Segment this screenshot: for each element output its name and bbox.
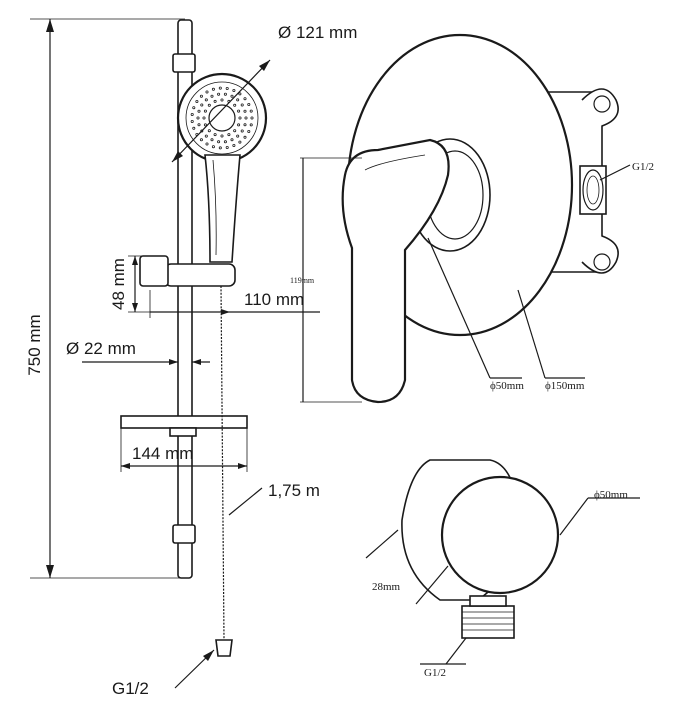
nozzle xyxy=(249,123,253,127)
nozzle xyxy=(236,134,240,138)
nozzle xyxy=(243,135,247,139)
nozzle xyxy=(250,116,254,120)
nozzle xyxy=(238,140,242,144)
nozzle xyxy=(243,123,247,127)
holder-slider xyxy=(139,255,169,287)
nozzle xyxy=(197,109,201,113)
handle-height-label: 119mm xyxy=(290,276,315,285)
nozzle xyxy=(225,87,229,91)
hose-thread-label: G1/2 xyxy=(112,679,149,698)
soap-width-label: 144 mm xyxy=(132,444,193,463)
nozzle xyxy=(204,134,208,138)
nozzle xyxy=(199,94,203,98)
holder-height-label: 48 mm xyxy=(109,258,128,310)
nozzle xyxy=(211,145,215,149)
shower-hose xyxy=(220,285,225,641)
shower-rail-set: 750 mm Ø 121 mm 48 mm xyxy=(25,18,357,698)
elbow-thread-label: G1/2 xyxy=(424,667,446,679)
nozzle xyxy=(190,120,194,124)
nozzle xyxy=(192,106,196,110)
nozzle xyxy=(211,87,215,91)
elbow-thread xyxy=(461,605,515,639)
nozzle xyxy=(218,86,222,90)
nozzle xyxy=(207,103,211,107)
elbow-depth-label: 28mm xyxy=(372,581,401,593)
plate-diameter-label: ϕ150mm xyxy=(545,380,585,392)
nozzle xyxy=(238,116,242,120)
nozzle xyxy=(220,98,224,102)
nozzle xyxy=(190,113,194,117)
nozzle xyxy=(232,89,236,93)
nozzle xyxy=(203,123,207,127)
nozzle xyxy=(225,145,229,149)
nozzle xyxy=(243,97,247,101)
lever-handle xyxy=(341,138,450,404)
nozzle xyxy=(217,140,221,144)
nozzle xyxy=(237,109,241,113)
nozzle xyxy=(203,109,207,113)
head-diameter-label: Ø 121 mm xyxy=(278,23,357,42)
nozzle xyxy=(244,116,248,120)
nozzle xyxy=(233,129,237,133)
nozzle xyxy=(210,94,214,98)
nozzle xyxy=(237,123,241,127)
nozzle xyxy=(249,109,253,113)
nozzle xyxy=(240,103,244,107)
hose-nut xyxy=(215,639,233,657)
soap-dish xyxy=(120,415,248,429)
nozzle xyxy=(238,92,242,96)
nozzle xyxy=(200,129,204,133)
concealed-mixer: G1/2 119mm ϕ50mm ϕ150mm xyxy=(290,33,654,404)
nozzle xyxy=(247,129,251,133)
nozzle xyxy=(204,98,208,102)
shower-holder xyxy=(164,263,236,287)
nozzle xyxy=(202,116,206,120)
holder-depth-label: 110 mm xyxy=(244,290,304,309)
nozzle xyxy=(220,134,224,138)
nozzle xyxy=(230,138,234,142)
box-outlet xyxy=(579,165,607,215)
nozzle xyxy=(192,126,196,130)
box-thread-label: G1/2 xyxy=(632,161,654,173)
nozzle xyxy=(199,138,203,142)
elbow-diameter-label: ϕ50mm xyxy=(594,489,628,501)
nozzle xyxy=(243,109,247,113)
soap-dish-clamp xyxy=(169,427,197,437)
top-wall-bracket xyxy=(172,53,196,73)
nozzle xyxy=(213,133,217,137)
nozzle xyxy=(217,92,221,96)
shower-head xyxy=(176,72,268,263)
nozzle xyxy=(195,100,199,104)
nozzle xyxy=(227,133,231,137)
nozzle xyxy=(247,103,251,107)
nozzle xyxy=(236,98,240,102)
nozzle xyxy=(200,103,204,107)
nozzle xyxy=(196,116,200,120)
nozzle xyxy=(213,99,217,103)
nozzle xyxy=(240,129,244,133)
total-height-label: 750 mm xyxy=(25,314,44,375)
hose-length-label: 1,75 m xyxy=(268,481,320,500)
rail-diameter-label: Ø 22 mm xyxy=(66,339,136,358)
nozzle xyxy=(207,129,211,133)
bottom-wall-bracket xyxy=(172,524,196,544)
nozzle xyxy=(233,103,237,107)
knob-diameter-label: ϕ50mm xyxy=(490,380,524,392)
hand-shower-grip xyxy=(204,154,241,263)
slide-rail xyxy=(177,19,193,579)
nozzle xyxy=(205,142,209,146)
elbow-face xyxy=(440,475,560,595)
nozzle xyxy=(205,90,209,94)
nozzle xyxy=(197,123,201,127)
nozzle xyxy=(223,140,227,144)
nozzle xyxy=(230,94,234,98)
nozzle xyxy=(210,138,214,142)
nozzle xyxy=(218,146,222,150)
nozzle xyxy=(223,92,227,96)
wall-elbow: ϕ50mm 28mm G1/2 xyxy=(365,459,640,679)
nozzle xyxy=(232,143,236,147)
